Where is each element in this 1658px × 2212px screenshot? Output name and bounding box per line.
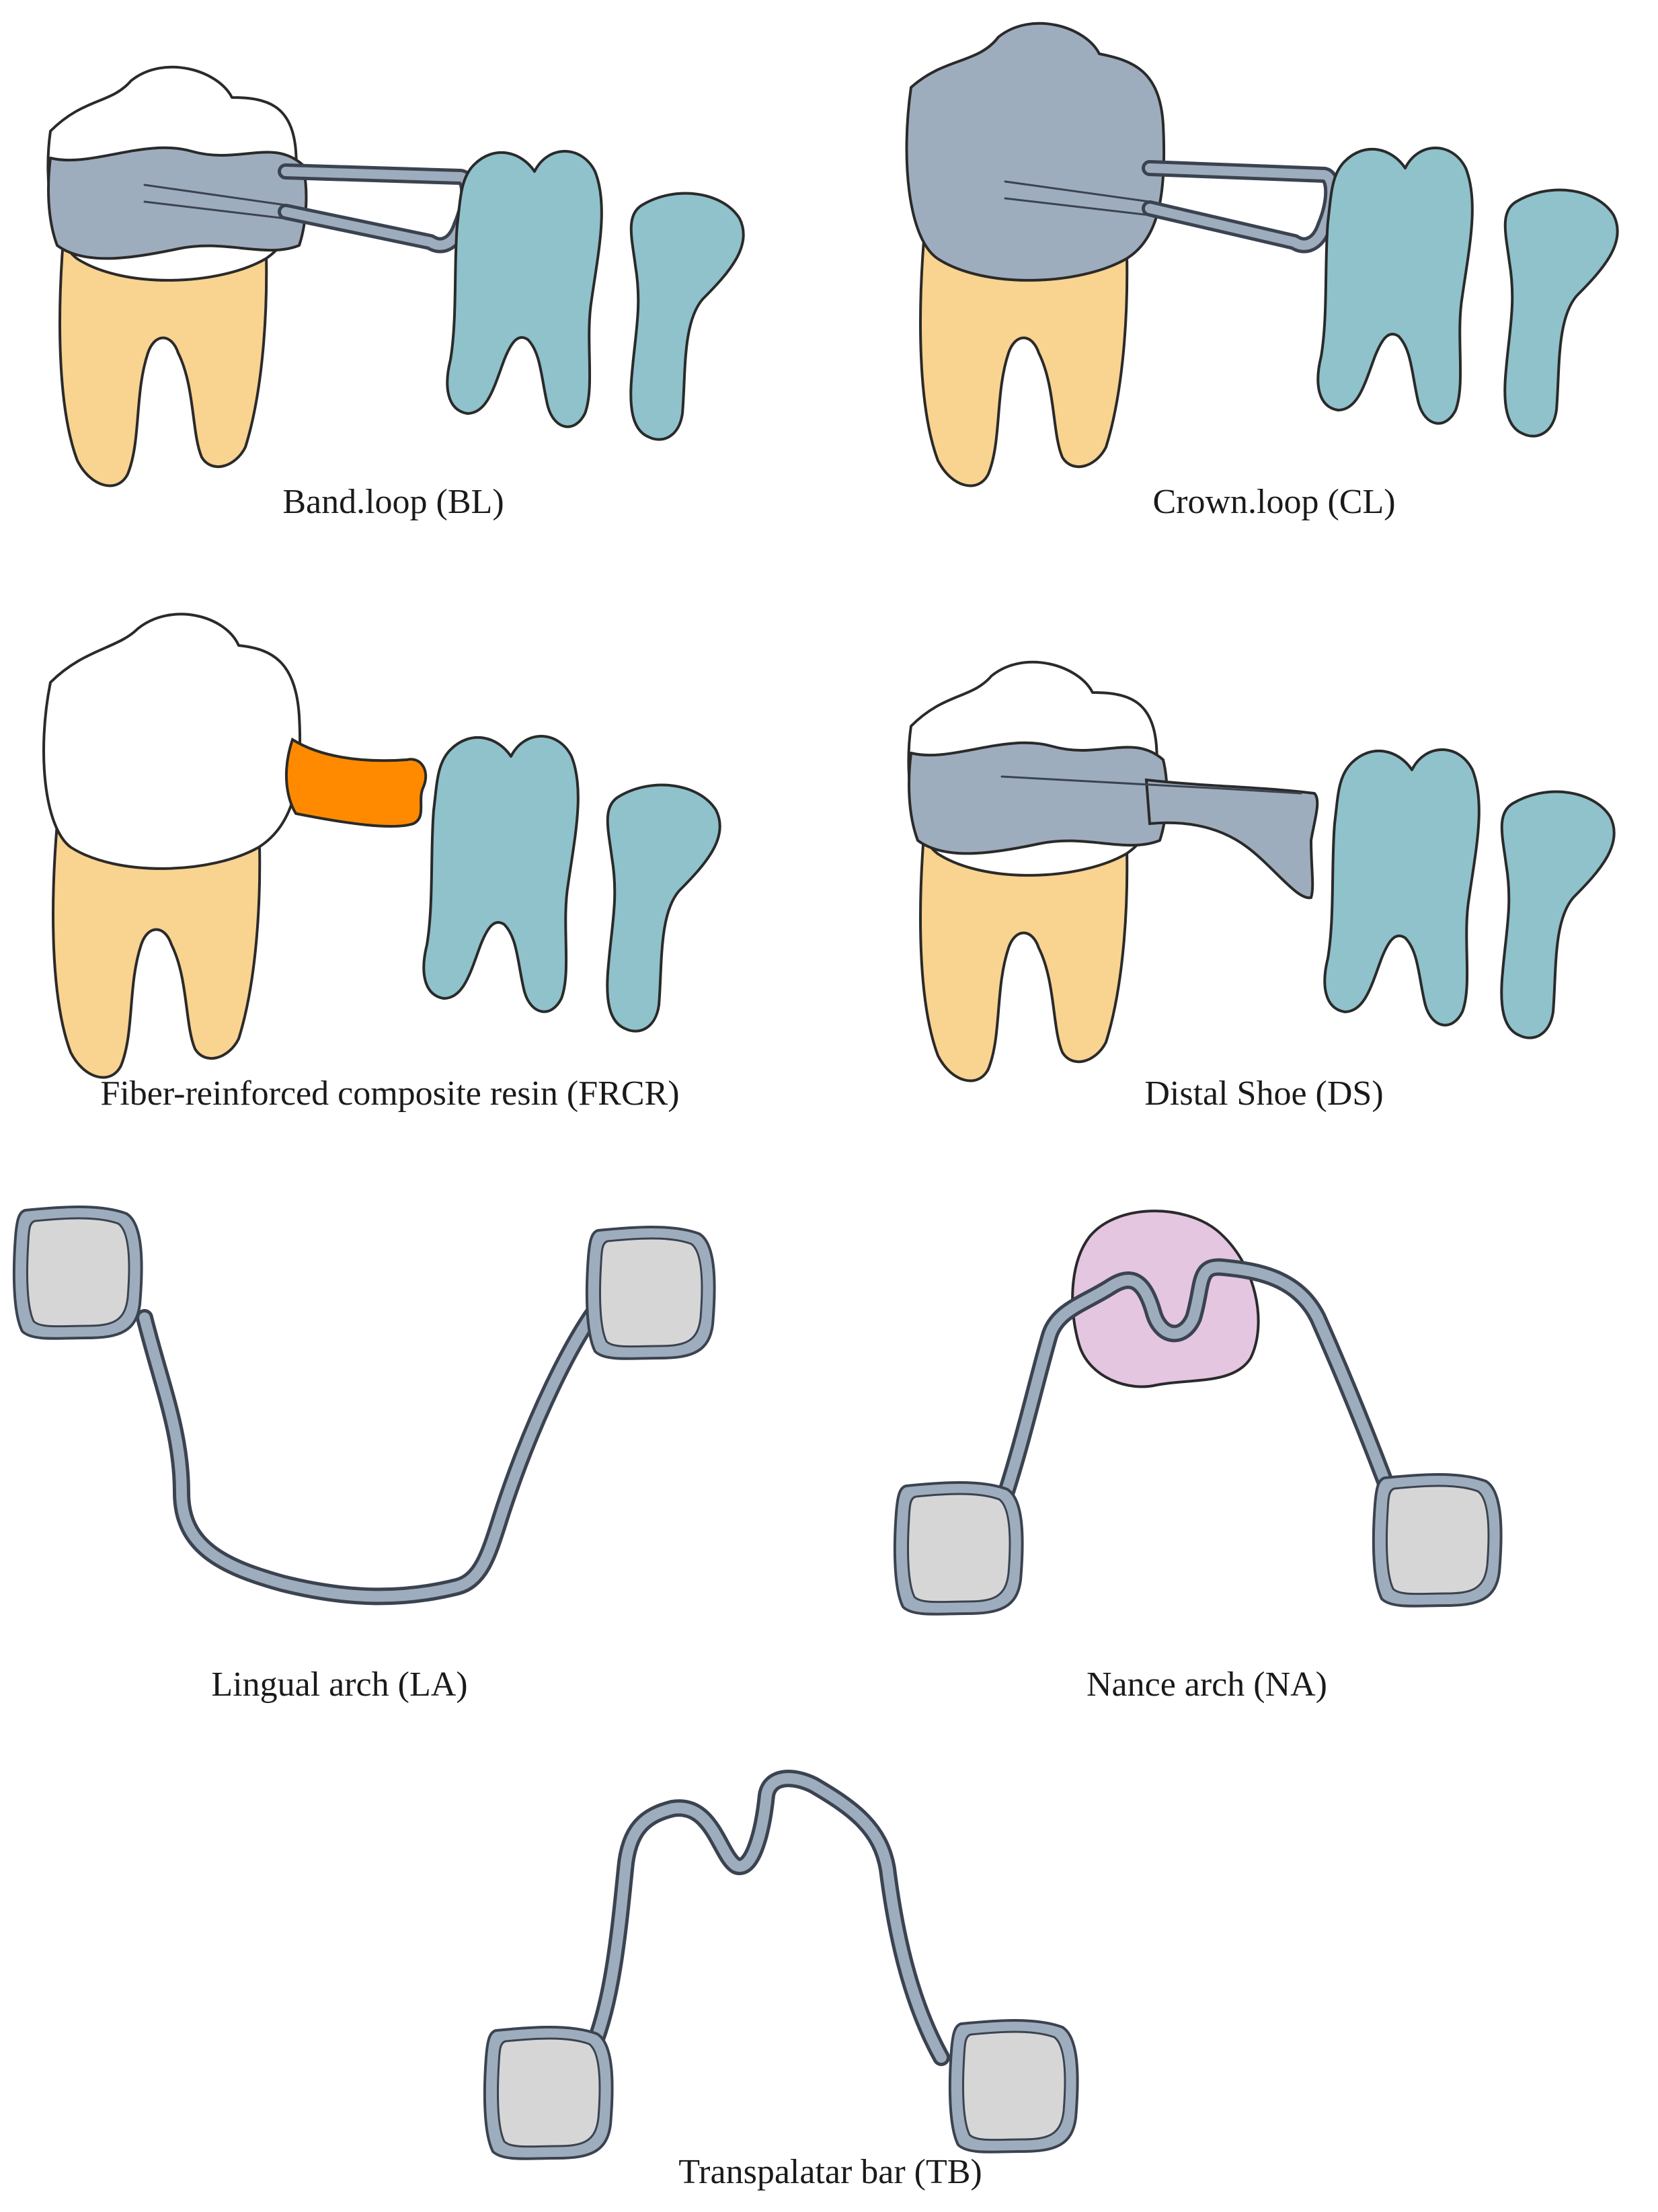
caption-transpalatal-bar: Transpalatar bar (TB)	[678, 2153, 982, 2191]
acrylic-button	[1071, 1210, 1260, 1388]
panel-transpalatal-bar	[483, 1770, 1079, 2160]
distal-shoe-arm	[1144, 778, 1319, 900]
adjacent-primary-molar	[1316, 147, 1474, 425]
caption-distal-shoe: Distal Shoe (DS)	[1144, 1074, 1383, 1113]
adjacent-tooth	[1500, 790, 1616, 1039]
panel-frcr	[42, 613, 721, 1079]
left-molar-band	[483, 2026, 614, 2160]
left-molar-band	[12, 1206, 143, 1340]
right-molar-band	[948, 2019, 1079, 2154]
panel-distal-shoe	[907, 660, 1616, 1082]
adjacent-tooth	[1503, 188, 1619, 438]
abutment-crown	[42, 613, 302, 870]
caption-crown-loop: Crown.loop (CL)	[1152, 483, 1395, 521]
adjacent-tooth	[606, 783, 721, 1033]
stainless-steel-crown	[905, 22, 1166, 282]
caption-nance-arch: Nance arch (NA)	[1087, 1665, 1327, 1704]
panel-lingual-arch	[12, 1206, 716, 1606]
left-molar-band	[893, 1481, 1024, 1616]
panel-crown-loop	[905, 22, 1619, 487]
adjacent-tooth	[629, 192, 745, 441]
adjacent-primary-molar	[446, 150, 603, 428]
right-molar-band	[585, 1226, 716, 1360]
panel-nance-arch	[893, 1210, 1503, 1616]
caption-frcr: Fiber-reinforced composite resin (FRCR)	[100, 1074, 679, 1113]
adjacent-primary-molar	[1323, 748, 1481, 1027]
orthodontic-band	[908, 741, 1169, 855]
caption-lingual-arch: Lingual arch (LA)	[211, 1665, 467, 1704]
right-molar-band	[1372, 1473, 1503, 1608]
caption-band-loop: Band.loop (BL)	[282, 483, 504, 521]
adjacent-primary-molar	[422, 735, 580, 1013]
fiber-composite-bridge	[285, 737, 428, 828]
panel-band-loop	[46, 65, 745, 487]
